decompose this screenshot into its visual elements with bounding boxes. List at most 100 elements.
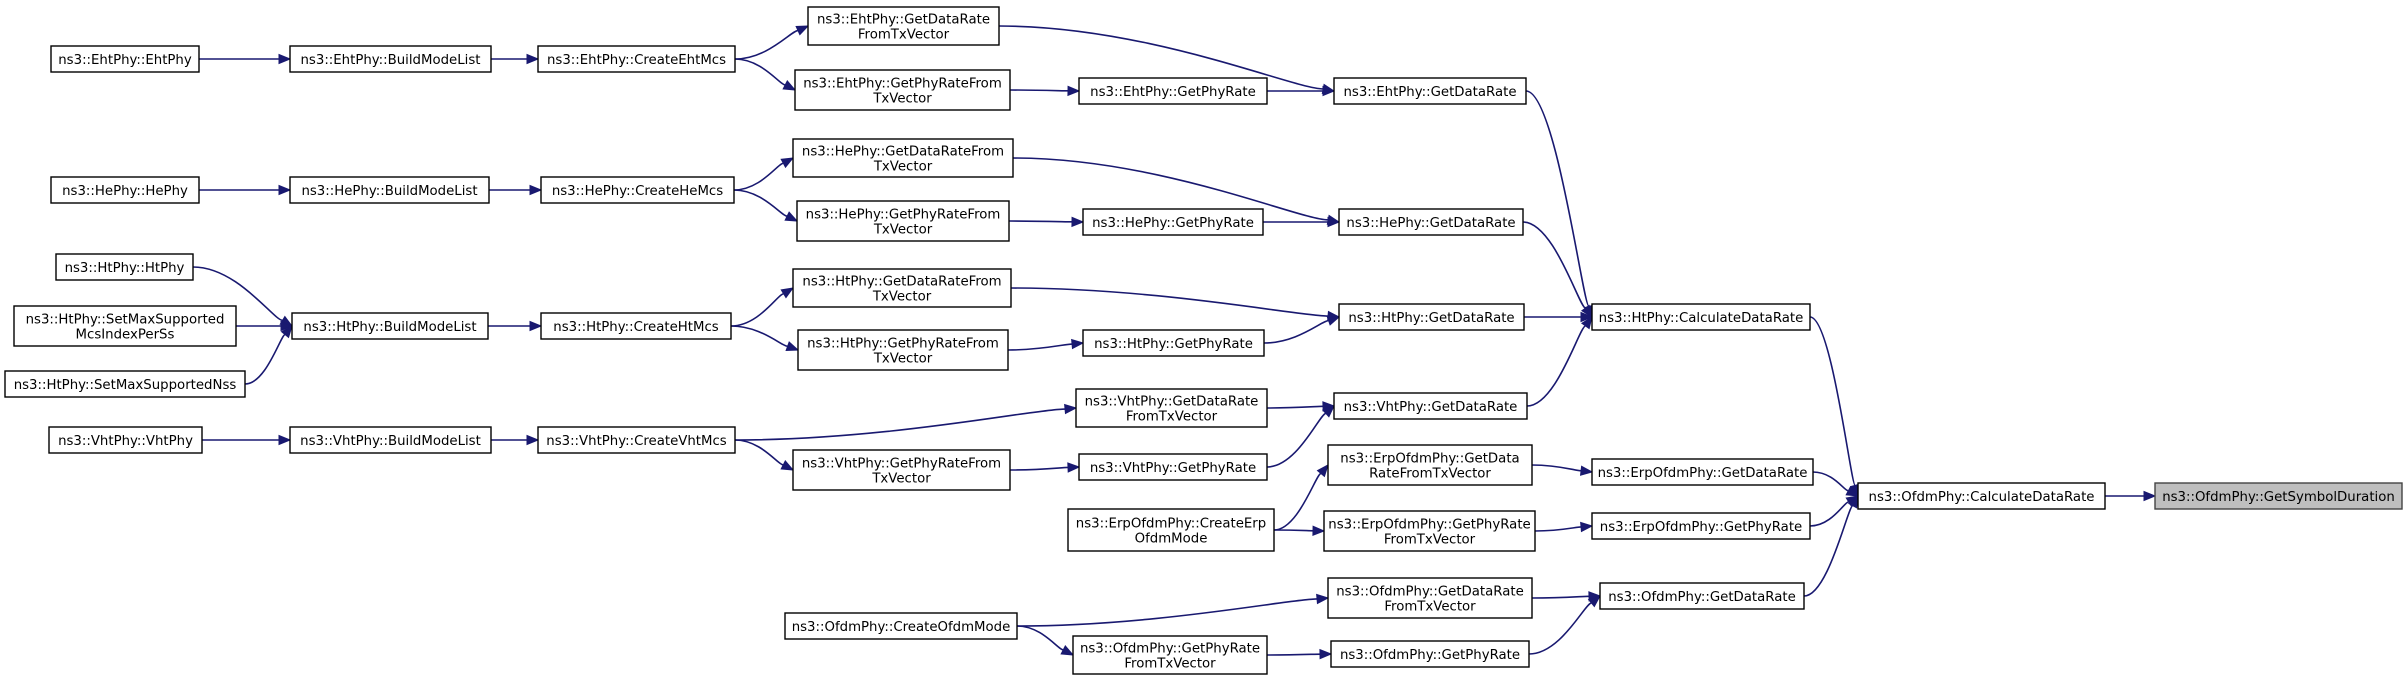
- node-htphy-createhtmcs[interactable]: ns3::HtPhy::CreateHtMcs: [540, 312, 732, 340]
- node-vhtphy-vhtphy[interactable]: ns3::VhtPhy::VhtPhy: [48, 426, 203, 454]
- node-vhtphy-getphyrate[interactable]: ns3::VhtPhy::GetPhyRate: [1078, 453, 1268, 481]
- edge-arrowhead: [1580, 315, 1593, 330]
- edge-ehtphy-ehtphy-to-ehtphy-buildmodelist: [199, 53, 292, 65]
- edge-line: [1016, 625, 1064, 651]
- node-ofdmphy-getdatarate[interactable]: ns3::OfdmPhy::GetDataRate: [1599, 582, 1805, 610]
- edge-line: [998, 25, 1324, 90]
- node-htphy-buildmodelist[interactable]: ns3::HtPhy::BuildModeList: [291, 312, 489, 340]
- edge-vhtphy-vhtphy-to-vhtphy-buildmodelist: [202, 434, 292, 446]
- node-box: [1338, 208, 1524, 236]
- edge-line: [733, 162, 784, 191]
- node-label: ns3::ErpOfdmPhy::GetPhyRate: [1328, 518, 1530, 533]
- node-ofdmphy-calculatedatarate[interactable]: ns3::OfdmPhy::CalculateDataRate: [1857, 482, 2106, 510]
- node-label: ns3::OfdmPhy::GetDataRate: [1336, 585, 1524, 600]
- node-label: FromTxVector: [1126, 410, 1218, 425]
- node-hephy-getdatarate[interactable]: ns3::HePhy::GetDataRate: [1338, 208, 1524, 236]
- node-label: FromTxVector: [1384, 533, 1476, 548]
- node-ehtphy-getphyrate[interactable]: ns3::EhtPhy::GetPhyRate: [1078, 77, 1268, 105]
- node-box: [1078, 453, 1268, 481]
- node-ehtphy-getdatarate[interactable]: ns3::EhtPhy::GetDataRate: [1333, 77, 1527, 105]
- edge-arrowhead: [1067, 85, 1081, 97]
- node-ehtphy-buildmodelist[interactable]: ns3::EhtPhy::BuildModeList: [289, 45, 492, 73]
- edge-arrowhead: [1071, 216, 1085, 228]
- edge-arrowhead: [526, 434, 540, 446]
- node-box: [1072, 635, 1268, 675]
- node-box: [1327, 444, 1533, 486]
- node-label: ns3::HtPhy::GetDataRate: [1348, 311, 1514, 326]
- edge-arrowhead: [278, 434, 292, 446]
- edge-htphy-setmaxsupportedmcsindexperss-to-htphy-buildmodelist: [236, 320, 294, 332]
- node-ofdmphy-getsymbolduration[interactable]: ns3::OfdmPhy::GetSymbolDuration: [2154, 482, 2403, 510]
- edge-ehtphy-getphyrate-to-ehtphy-getdatarate: [1267, 85, 1336, 97]
- node-htphy-getdatarate[interactable]: ns3::HtPhy::GetDataRate: [1338, 303, 1525, 331]
- node-label: ns3::OfdmPhy::CreateOfdmMode: [792, 620, 1011, 635]
- edge-layer: [192, 25, 2157, 660]
- node-ehtphy-ehtphy[interactable]: ns3::EhtPhy::EhtPhy: [50, 45, 200, 73]
- edge-hephy-createhemcs-to-hephy-getphyratefromtxvector: [733, 189, 799, 222]
- node-label: ns3::HePhy::CreateHeMcs: [552, 184, 723, 199]
- node-box: [1338, 303, 1525, 331]
- edge-line: [1273, 472, 1322, 531]
- node-label: ns3::EhtPhy::GetPhyRateFrom: [803, 77, 1002, 92]
- node-label: ns3::HtPhy::SetMaxSupportedNss: [14, 378, 237, 393]
- node-hephy-buildmodelist[interactable]: ns3::HePhy::BuildModeList: [289, 176, 490, 204]
- edge-line: [1525, 90, 1590, 308]
- edge-htphy-setmaxsupportednss-to-htphy-buildmodelist: [244, 324, 293, 385]
- node-label: ns3::HePhy::GetPhyRate: [1092, 216, 1254, 231]
- edge-line: [1266, 653, 1321, 656]
- edge-erpofdmphy-createerpofdmmode-to-erpofdmphy-getphyratefromtxvector: [1273, 525, 1326, 537]
- node-label: ns3::VhtPhy::GetDataRate: [1085, 395, 1259, 410]
- node-htphy-htphy[interactable]: ns3::HtPhy::HtPhy: [55, 253, 194, 281]
- node-label: ns3::ErpOfdmPhy::GetDataRate: [1598, 466, 1808, 481]
- edge-ofdmphy-getphyrate-to-ofdmphy-getdatarate: [1528, 595, 1602, 655]
- node-label: ns3::OfdmPhy::GetPhyRate: [1080, 642, 1260, 657]
- node-box: [1333, 77, 1527, 105]
- node-htphy-calculatedatarate[interactable]: ns3::HtPhy::CalculateDataRate: [1591, 303, 1811, 331]
- node-vhtphy-buildmodelist[interactable]: ns3::VhtPhy::BuildModeList: [289, 426, 492, 454]
- edge-erpofdmphy-getdatarate-to-ofdmphy-calculatedatarate: [1812, 471, 1860, 497]
- node-hephy-createhemcs[interactable]: ns3::HePhy::CreateHeMcs: [540, 176, 735, 204]
- node-htphy-setmaxsupportednss[interactable]: ns3::HtPhy::SetMaxSupportedNss: [4, 370, 246, 398]
- node-box: [13, 305, 237, 347]
- node-htphy-getphyrate[interactable]: ns3::HtPhy::GetPhyRate: [1082, 329, 1265, 357]
- node-erpofdmphy-getdatarate[interactable]: ns3::ErpOfdmPhy::GetDataRate: [1591, 458, 1814, 486]
- edge-erpofdmphy-createerpofdmmode-to-erpofdmphy-getdataratefromtxvector: [1273, 463, 1329, 531]
- edge-arrowhead: [1579, 465, 1594, 476]
- node-box: [796, 200, 1010, 242]
- node-vhtphy-getdatarate[interactable]: ns3::VhtPhy::GetDataRate: [1333, 392, 1528, 420]
- node-label: ns3::ErpOfdmPhy::GetPhyRate: [1600, 520, 1802, 535]
- edge-line: [1009, 466, 1069, 471]
- edge-arrowhead: [785, 341, 800, 352]
- edge-line: [1012, 157, 1329, 221]
- edge-arrowhead: [280, 320, 294, 332]
- node-ofdmphy-getphyrate[interactable]: ns3::OfdmPhy::GetPhyRate: [1330, 640, 1530, 668]
- node-label: ns3::HtPhy::GetPhyRate: [1094, 337, 1253, 352]
- node-ofdmphy-createofdmmode[interactable]: ns3::OfdmPhy::CreateOfdmMode: [784, 612, 1018, 640]
- node-hephy-hephy[interactable]: ns3::HePhy::HePhy: [50, 176, 200, 204]
- node-label: McsIndexPerSs: [76, 328, 175, 343]
- node-hephy-getphyrate[interactable]: ns3::HePhy::GetPhyRate: [1082, 208, 1264, 236]
- node-vhtphy-createvhtmcs[interactable]: ns3::VhtPhy::CreateVhtMcs: [537, 426, 736, 454]
- edge-line: [730, 292, 784, 327]
- node-label: ns3::HePhy::BuildModeList: [301, 184, 477, 199]
- edge-ehtphy-getphyratefromtxvector-to-ehtphy-getphyrate: [1009, 85, 1081, 97]
- edge-line: [1531, 595, 1590, 599]
- edge-ofdmphy-getdatarate-to-ofdmphy-calculatedatarate: [1803, 494, 1859, 597]
- node-erpofdmphy-getphyrate[interactable]: ns3::ErpOfdmPhy::GetPhyRate: [1591, 512, 1811, 540]
- node-ehtphy-createehtmcs[interactable]: ns3::EhtPhy::CreateEhtMcs: [537, 45, 736, 73]
